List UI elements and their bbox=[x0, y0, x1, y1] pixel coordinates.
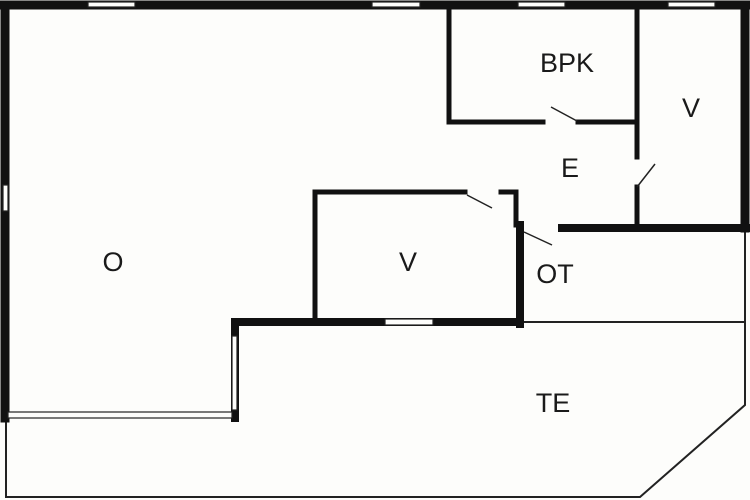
doors bbox=[466, 106, 656, 246]
room-label-v-center: V bbox=[399, 247, 417, 277]
room-label-bpk: BPK bbox=[540, 48, 594, 78]
terrace-outline bbox=[5, 228, 746, 498]
room-label-o: O bbox=[102, 247, 123, 277]
room-label-v-right: V bbox=[682, 93, 700, 123]
room-label-e: E bbox=[561, 153, 579, 183]
interior-walls bbox=[312, 2, 640, 323]
room-label-te: TE bbox=[536, 388, 571, 418]
room-label-ot: OT bbox=[536, 259, 574, 289]
windows bbox=[2, 1, 716, 419]
